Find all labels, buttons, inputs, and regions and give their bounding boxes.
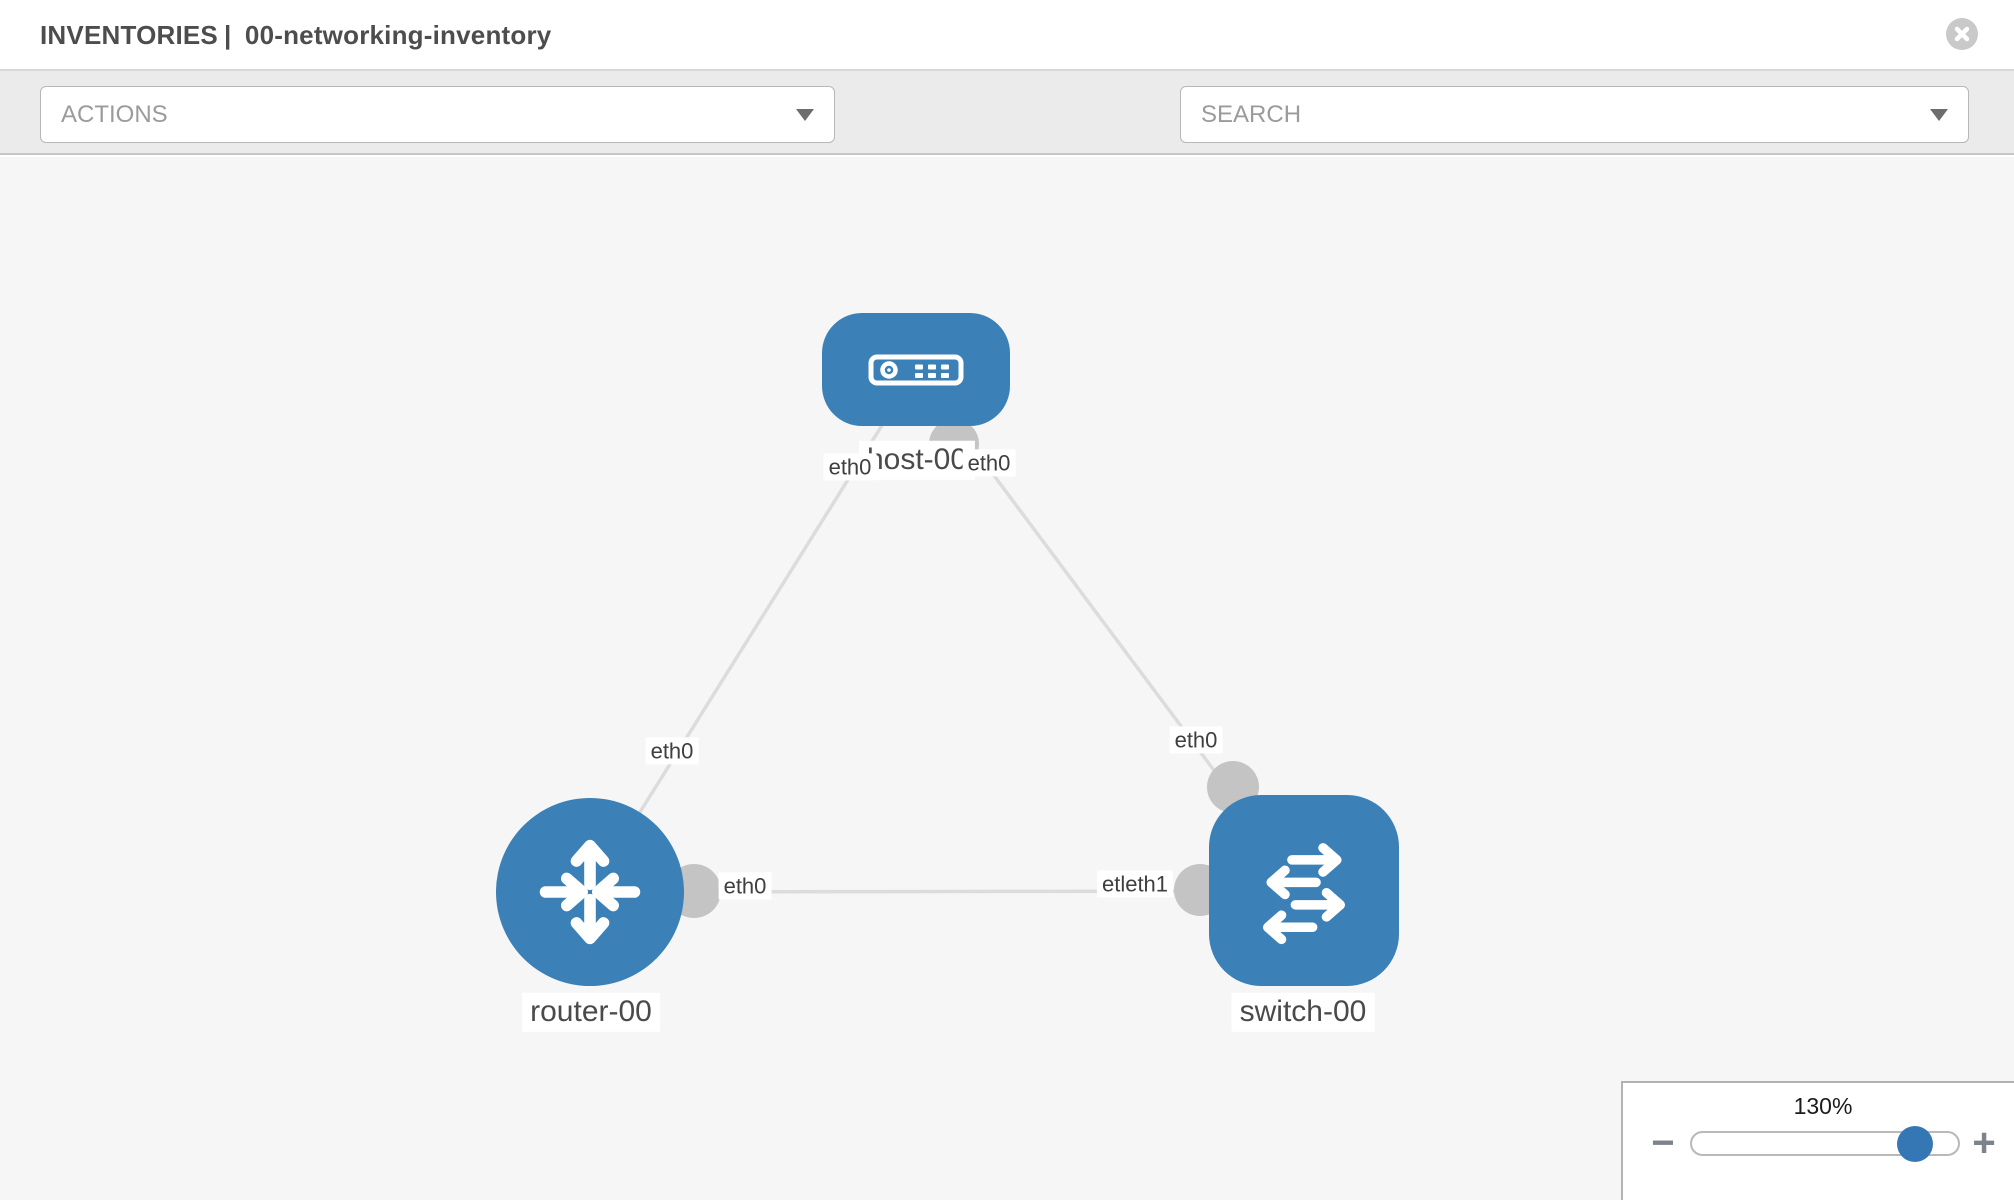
interface-label-router-right: eth0 — [718, 872, 772, 900]
topology-links-layer — [588, 369, 1306, 918]
toolbar: ACTIONS SEARCH — [0, 71, 2014, 204]
topology-canvas[interactable]: host-00 router-00 switch-00 eth0 eth0 et… — [0, 157, 2014, 1200]
interface-label-router-top: eth0 — [645, 737, 699, 765]
search-dropdown-label: SEARCH — [1201, 100, 1302, 128]
zoom-in-button[interactable]: + — [1972, 1120, 1996, 1165]
search-dropdown[interactable]: SEARCH — [1180, 86, 1969, 143]
header: INVENTORIES| 00-networking-inventory — [0, 0, 2014, 71]
zoom-control-panel: 130% − + — [1621, 1081, 2014, 1200]
node-host-00[interactable] — [822, 313, 1010, 426]
actions-dropdown-label: ACTIONS — [61, 100, 168, 128]
interface-label-switch-top: eth0 — [1169, 726, 1223, 754]
zoom-slider-track[interactable] — [1690, 1126, 1960, 1162]
node-router-00[interactable] — [496, 798, 684, 986]
interface-label-host-right: eth0 — [962, 449, 1016, 477]
host-device-icon — [868, 354, 964, 385]
node-label-host: host-00 — [858, 440, 976, 480]
node-label-router: router-00 — [522, 992, 660, 1032]
breadcrumb-section: INVENTORIES — [40, 20, 218, 50]
router-icon — [539, 839, 641, 945]
zoom-level-value: 130% — [1793, 1093, 1853, 1119]
zoom-out-button[interactable]: − — [1651, 1120, 1675, 1165]
node-switch-00[interactable] — [1209, 795, 1399, 986]
zoom-slider-handle[interactable] — [1897, 1126, 1933, 1162]
chevron-down-icon — [1930, 108, 1948, 121]
interface-label-switch-left: etleth1 — [1096, 870, 1174, 898]
interface-label-host-left: eth0 — [823, 453, 877, 481]
close-icon — [1954, 26, 1970, 42]
node-label-switch: switch-00 — [1231, 992, 1375, 1032]
page-title: INVENTORIES| 00-networking-inventory — [40, 20, 557, 51]
actions-dropdown[interactable]: ACTIONS — [40, 86, 835, 143]
close-button[interactable] — [1946, 18, 1978, 50]
switch-icon — [1262, 842, 1346, 944]
chevron-down-icon — [796, 108, 814, 121]
inventory-name: 00-networking-inventory — [244, 20, 552, 50]
breadcrumb-separator: | — [223, 20, 232, 50]
